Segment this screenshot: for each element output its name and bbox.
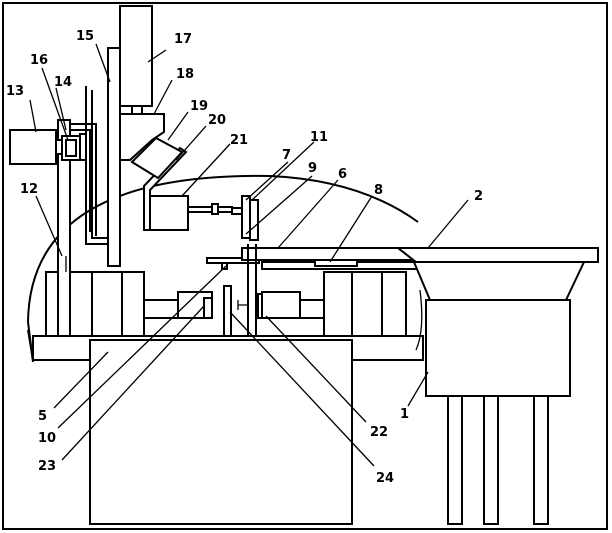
- part-1-leg-3: [533, 395, 549, 525]
- part-17-shaft: [131, 105, 143, 115]
- leader-1: [407, 371, 429, 407]
- dome-outline-right: [415, 289, 423, 351]
- label-17: 17: [174, 32, 192, 47]
- label-5: 5: [38, 409, 47, 424]
- part-14-spindle: [79, 133, 87, 161]
- leader-5: [53, 351, 109, 409]
- part-16-hub: [65, 139, 77, 157]
- leader-12: [35, 195, 63, 257]
- leader-16: [41, 67, 69, 141]
- leader-24: [229, 311, 375, 467]
- label-15: 15: [76, 29, 94, 44]
- leader-17: [147, 49, 167, 63]
- part-23-jaw: [203, 297, 213, 319]
- label-10: 10: [38, 431, 56, 446]
- label-16: 16: [30, 53, 48, 68]
- right-block-motor: [351, 271, 383, 337]
- part-10-lug: [221, 262, 228, 270]
- leader-10: [57, 265, 227, 429]
- leader-23: [61, 305, 205, 461]
- part-8-pin: [231, 207, 243, 215]
- label-21: 21: [230, 133, 248, 148]
- leader-9: [245, 175, 313, 235]
- label-8: 7: [282, 148, 291, 163]
- center-column: [247, 244, 257, 336]
- part-17-motor: [119, 5, 153, 107]
- leader-19: [167, 111, 189, 141]
- part-1-leg-2: [483, 395, 499, 525]
- part-21-collar: [211, 203, 219, 215]
- left-block-motor: [91, 271, 123, 337]
- part-21-cylinder: [149, 195, 189, 231]
- right-shaft: [299, 299, 325, 319]
- part-12-guide: [70, 123, 97, 236]
- right-block-inner: [323, 271, 353, 337]
- label-14: 14: [54, 75, 72, 90]
- part-21-rod: [187, 206, 233, 213]
- dome-outline: [26, 174, 419, 363]
- leader-7: [329, 195, 373, 263]
- part-7-block: [314, 259, 358, 267]
- label-18: 18: [176, 67, 194, 82]
- part-1-feeder-box: [425, 299, 571, 397]
- part-2-hopper-funnel: [412, 261, 586, 301]
- leader-15: [95, 43, 111, 83]
- label-19: 19: [190, 99, 208, 114]
- left-block-inner: [121, 271, 145, 337]
- label-2: 2: [474, 189, 483, 204]
- leader-18: [153, 79, 173, 115]
- label-11: 11: [310, 130, 328, 145]
- base-left-edge: [27, 329, 34, 361]
- label-22: 22: [370, 425, 388, 440]
- part-11-plate: [249, 199, 259, 241]
- label-1: 1: [400, 407, 409, 422]
- leader-8: [245, 161, 289, 201]
- label-23: 23: [38, 459, 56, 474]
- part-6-slide-rail: [241, 247, 419, 261]
- label-9: 9: [308, 161, 317, 176]
- leader-lines: [29, 43, 469, 467]
- part-24-post: [223, 285, 232, 337]
- label-6: 6: [338, 167, 347, 182]
- leader-2: [427, 199, 469, 249]
- label-24: 24: [376, 471, 394, 486]
- leader-22: [265, 315, 367, 423]
- left-shaft: [143, 299, 179, 319]
- part-1-leg-1: [447, 395, 463, 525]
- part-19-head: [130, 136, 184, 180]
- leader-21: [181, 143, 231, 197]
- support-stand: [89, 339, 353, 525]
- leader-11: [251, 141, 315, 201]
- label-12: 12: [20, 182, 38, 197]
- label-20: 20: [208, 113, 226, 128]
- part-15-column: [107, 47, 121, 267]
- leader-20: [175, 125, 207, 161]
- leader-14: [55, 87, 67, 131]
- right-pin: [237, 300, 248, 310]
- leader-6: [277, 179, 339, 249]
- label-7: 8: [374, 183, 383, 198]
- leader-13: [29, 99, 37, 133]
- part-2-hopper-top: [395, 247, 599, 263]
- right-block-outer: [381, 271, 407, 337]
- part-13-motor: [9, 129, 57, 165]
- label-13: 13: [6, 84, 24, 99]
- part-22-clamp: [261, 291, 301, 319]
